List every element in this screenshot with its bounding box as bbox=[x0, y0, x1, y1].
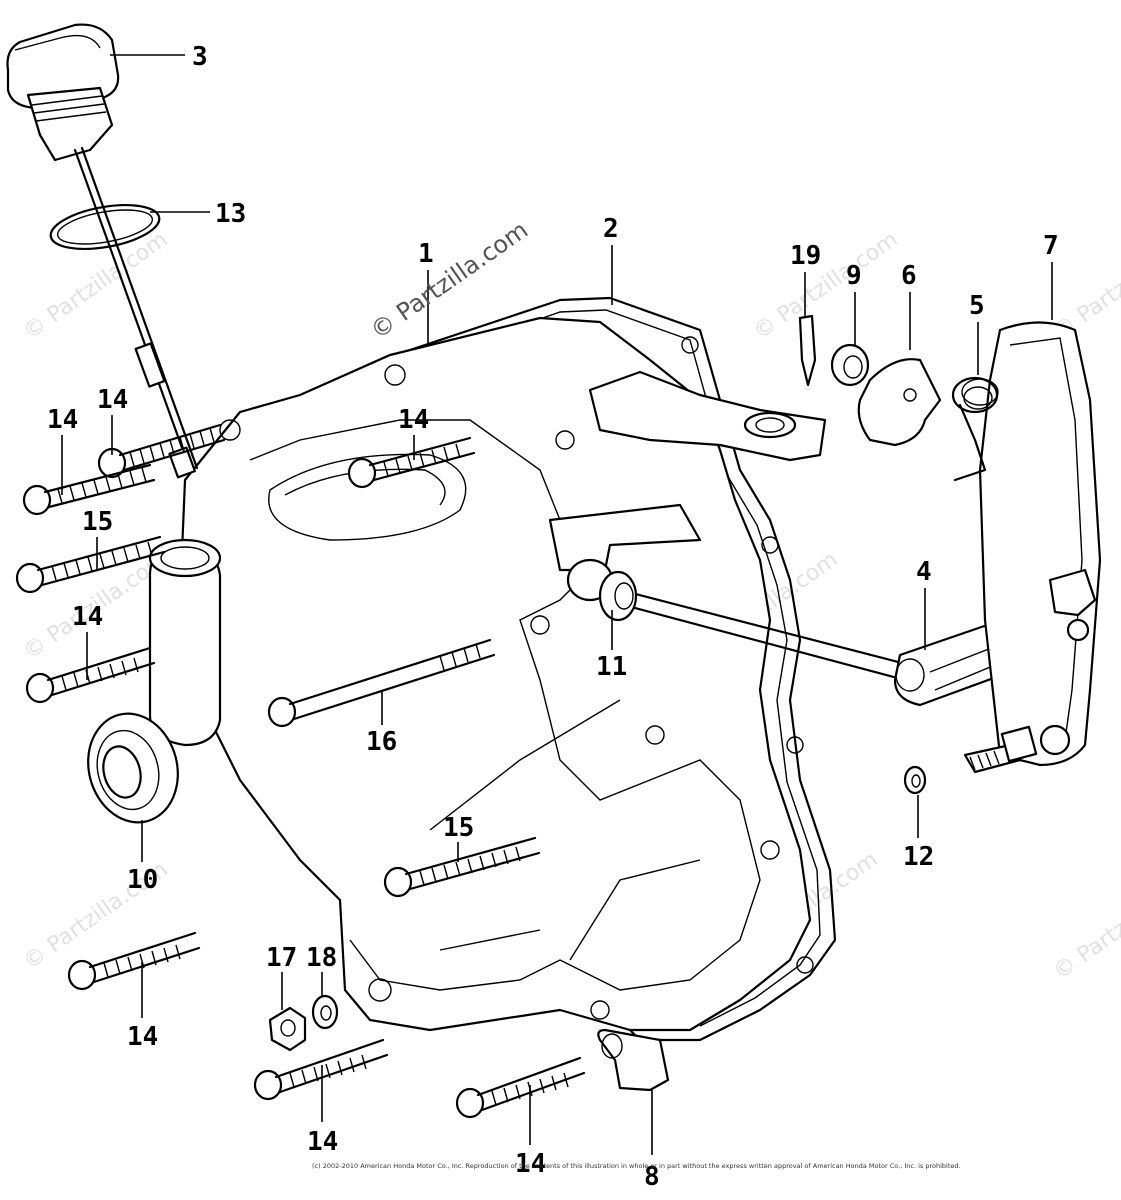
cable-clamp bbox=[597, 1028, 670, 1092]
callout-2: 2 bbox=[603, 214, 619, 244]
copyright-notice: (c) 2002-2010 American Honda Motor Co., … bbox=[312, 1162, 961, 1170]
callout-7: 7 bbox=[1043, 231, 1059, 261]
gasket bbox=[378, 296, 837, 1042]
watermark: © Partzilla.com bbox=[19, 227, 172, 345]
callout-19: 19 bbox=[790, 241, 821, 271]
washer-small bbox=[903, 765, 927, 795]
nut bbox=[268, 1006, 307, 1052]
screw bbox=[67, 931, 201, 991]
callout-6: 6 bbox=[901, 261, 917, 291]
watermark: © Partzilla.com bbox=[1049, 867, 1121, 985]
return-spring bbox=[951, 376, 999, 482]
callout-11: 11 bbox=[596, 652, 627, 682]
washer-nut bbox=[311, 994, 339, 1030]
screw bbox=[25, 646, 156, 704]
crankcase-cover bbox=[148, 316, 827, 1032]
oil-filler-cap bbox=[6, 23, 199, 479]
screw bbox=[97, 423, 226, 479]
callout-17: 17 bbox=[266, 943, 297, 973]
callout-14: 14 bbox=[97, 385, 128, 415]
oil-seal bbox=[87, 712, 179, 824]
callout-4: 4 bbox=[916, 557, 932, 587]
stopper-plate bbox=[963, 321, 1102, 774]
screw bbox=[15, 535, 166, 594]
callout-15: 15 bbox=[443, 813, 474, 843]
callout-14: 14 bbox=[47, 405, 78, 435]
callout-9: 9 bbox=[846, 261, 862, 291]
callouts: 3 13 1 2 19 9 6 5 7 4 11 12 10 16 15 14 … bbox=[47, 42, 1059, 1192]
screw bbox=[347, 436, 476, 489]
callout-12: 12 bbox=[903, 842, 934, 872]
callout-16: 16 bbox=[366, 727, 397, 757]
callout-5: 5 bbox=[969, 291, 985, 321]
screw bbox=[383, 836, 541, 898]
washer bbox=[830, 343, 870, 387]
o-ring bbox=[49, 204, 161, 250]
callout-14: 14 bbox=[307, 1127, 338, 1157]
screw bbox=[253, 1038, 389, 1101]
callout-15: 15 bbox=[82, 507, 113, 537]
leader-lines bbox=[61, 54, 1053, 1155]
callout-8: 8 bbox=[644, 1162, 660, 1192]
callout-18: 18 bbox=[306, 943, 337, 973]
screw bbox=[455, 1056, 586, 1119]
pin bbox=[798, 314, 817, 387]
callout-1: 1 bbox=[418, 239, 434, 269]
callout-14: 14 bbox=[72, 602, 103, 632]
drum-cam bbox=[857, 358, 942, 447]
callout-10: 10 bbox=[127, 865, 158, 895]
watermark: © Partzilla.com bbox=[749, 227, 902, 345]
callout-14: 14 bbox=[515, 1149, 546, 1179]
screw-long bbox=[267, 638, 496, 728]
callout-3: 3 bbox=[192, 42, 208, 72]
callout-14: 14 bbox=[398, 405, 429, 435]
callout-14: 14 bbox=[127, 1022, 158, 1052]
callout-13: 13 bbox=[215, 199, 246, 229]
